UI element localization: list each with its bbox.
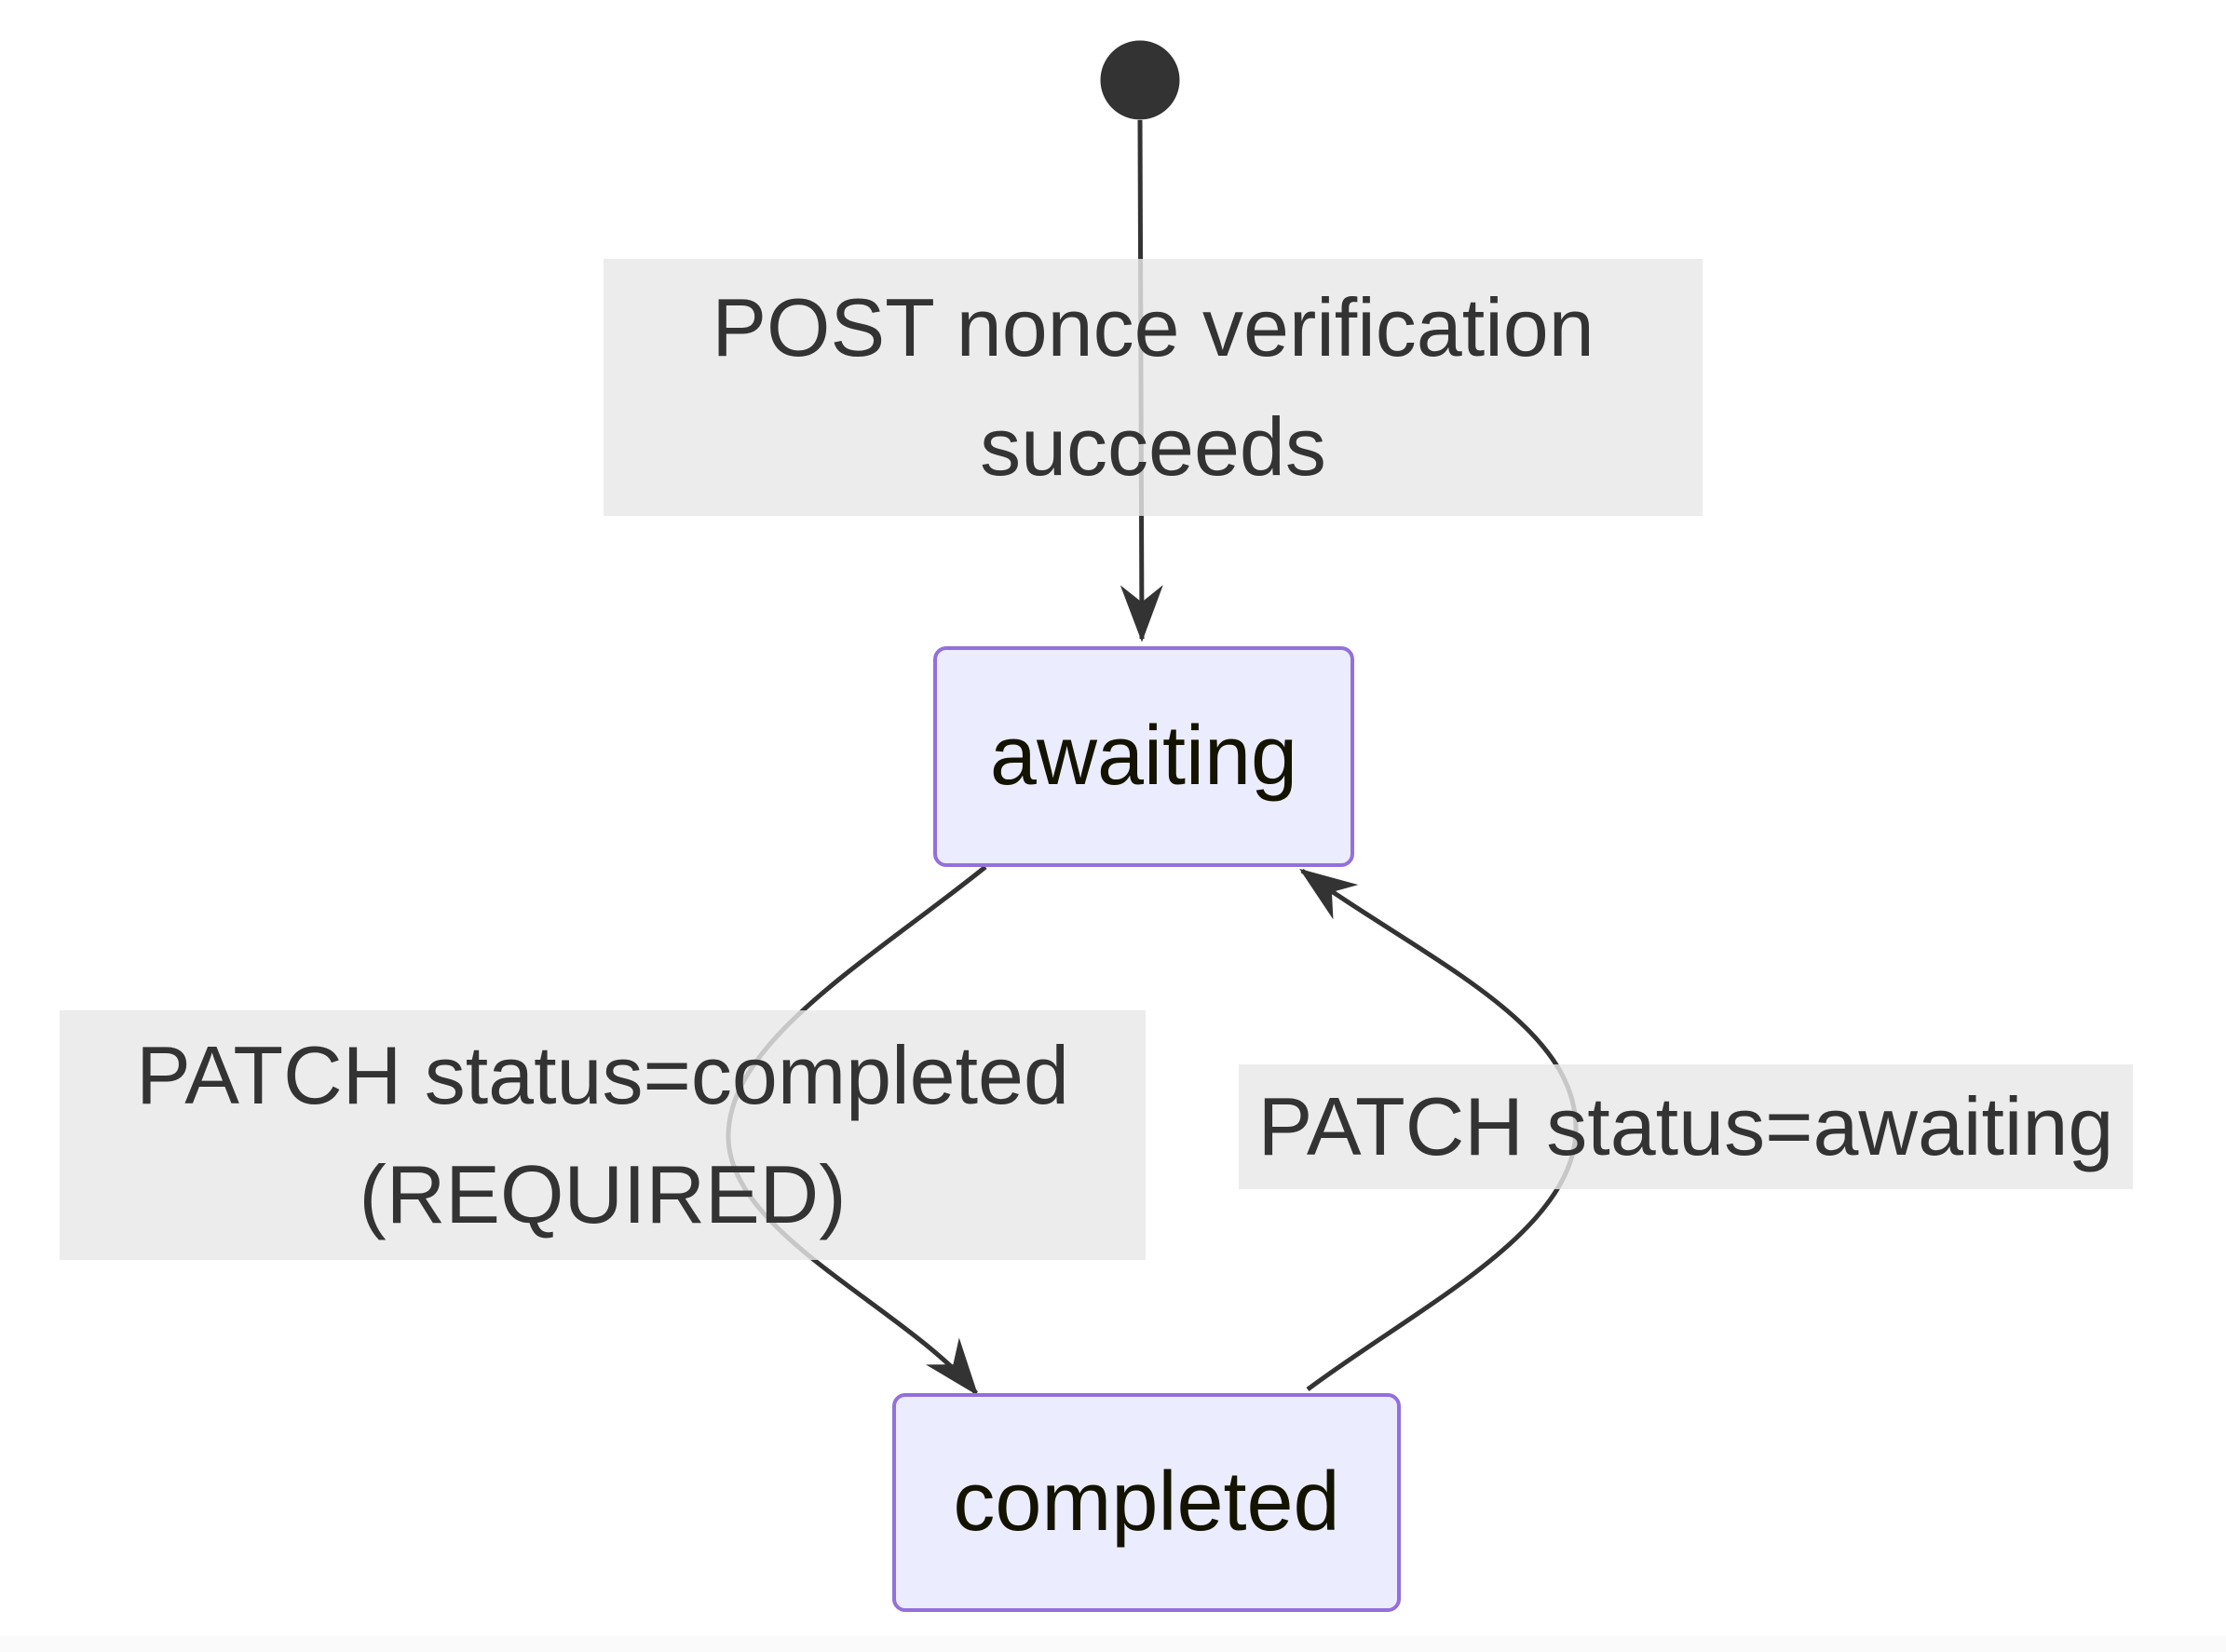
initial-state-dot xyxy=(1100,40,1180,120)
state-node-label: awaiting xyxy=(989,710,1298,803)
edge-label-line: succeeds xyxy=(980,400,1326,493)
edge-label-post-nonce-verification: POST nonce verification succeeds xyxy=(604,259,1703,516)
edge-label-line: POST nonce verification xyxy=(712,281,1595,374)
state-node-awaiting: awaiting xyxy=(933,646,1354,867)
edge-label-line: (REQUIRED) xyxy=(359,1148,847,1240)
edge-label-patch-status-completed: PATCH status=completed (REQUIRED) xyxy=(60,1010,1146,1260)
viewport-bottom-strip xyxy=(0,1636,2226,1652)
edge-label-line: PATCH status=awaiting xyxy=(1257,1080,2114,1173)
edge-label-patch-status-awaiting: PATCH status=awaiting xyxy=(1239,1064,2133,1189)
edge-label-line: PATCH status=completed xyxy=(136,1029,1069,1122)
state-node-label: completed xyxy=(953,1456,1340,1549)
state-node-completed: completed xyxy=(892,1393,1401,1612)
